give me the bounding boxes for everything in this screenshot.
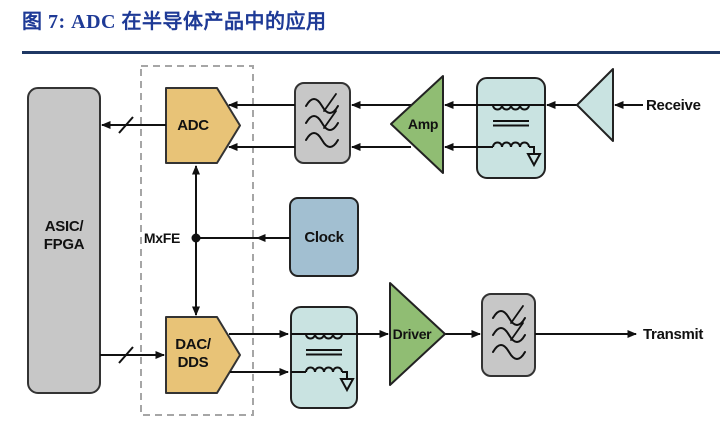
- driver-triangle: [389, 282, 446, 386]
- connector-lines: [100, 101, 643, 376]
- tx-balun-block: [290, 306, 358, 409]
- asic-fpga-label: ASIC/ FPGA: [28, 218, 100, 255]
- dac-dds-block: [165, 316, 241, 394]
- driver-label: Driver: [392, 326, 432, 342]
- asic-label-line1: ASIC/: [44, 218, 84, 235]
- receive-antenna-triangle: [576, 68, 614, 142]
- receive-label: Receive: [646, 97, 701, 114]
- filter-waves-icon: [305, 93, 339, 148]
- figure-title: 图 7: ADC 在半导体产品中的应用: [22, 11, 327, 33]
- transmit-label: Transmit: [643, 326, 704, 343]
- asic-label-line2: FPGA: [43, 236, 85, 254]
- amp-label: Amp: [407, 116, 439, 132]
- transformer-coil-icon: [477, 104, 545, 148]
- bus-slash-icon: [118, 346, 134, 364]
- dac-label-line2: DDS: [177, 354, 209, 372]
- ground-icon: [339, 371, 355, 393]
- filter-waves-icon: [492, 305, 526, 360]
- adc-label: ADC: [177, 117, 209, 134]
- title-rule: [22, 51, 720, 54]
- asic-fpga-block: [27, 87, 101, 394]
- clock-label: Clock: [304, 229, 344, 246]
- dac-dds-label: DAC/ DDS: [166, 336, 220, 373]
- mxfe-label: MxFE: [143, 230, 181, 246]
- bus-slash-icon: [118, 116, 134, 134]
- amp-triangle: [390, 75, 444, 174]
- dac-label-line1: DAC/: [175, 336, 211, 353]
- transformer-coil-icon: [291, 333, 357, 373]
- ground-icon: [526, 146, 542, 168]
- mxfe-dashed-box: [140, 65, 254, 416]
- mxfe-junction-dot: [191, 233, 201, 243]
